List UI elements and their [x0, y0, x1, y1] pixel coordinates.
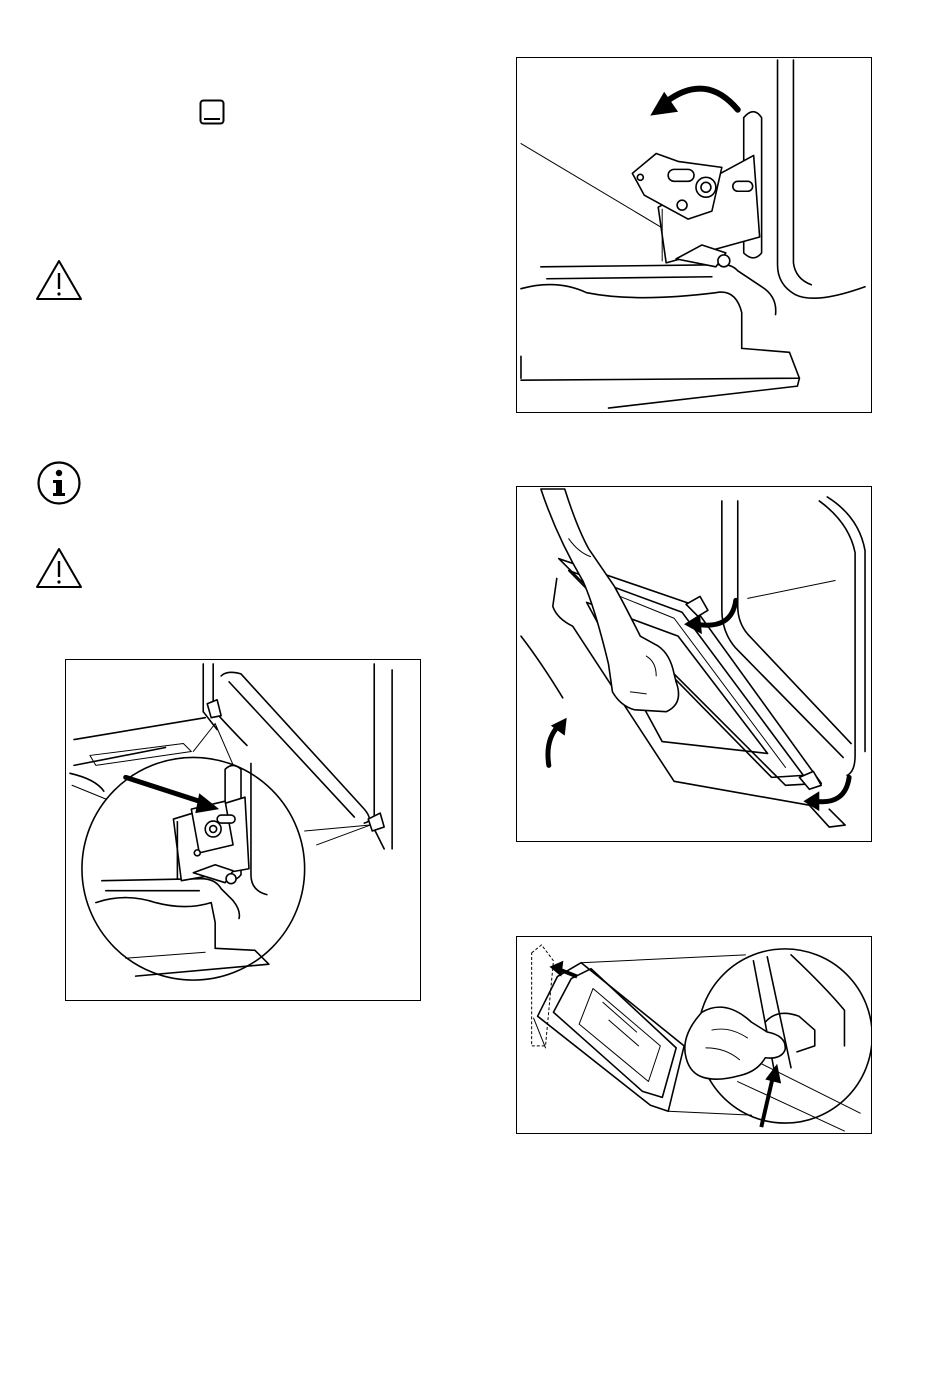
oven-function-square-icon: [199, 99, 225, 125]
glass-panel-illustration: [516, 936, 872, 1134]
warning-triangle-icon: [34, 258, 84, 302]
hinge-lever-illustration: [65, 659, 421, 1001]
warning-triangle-icon: [34, 546, 84, 590]
info-circle-icon: [36, 460, 82, 506]
hinge-rotate-illustration: [516, 57, 872, 413]
door-removal-illustration: [516, 486, 872, 842]
